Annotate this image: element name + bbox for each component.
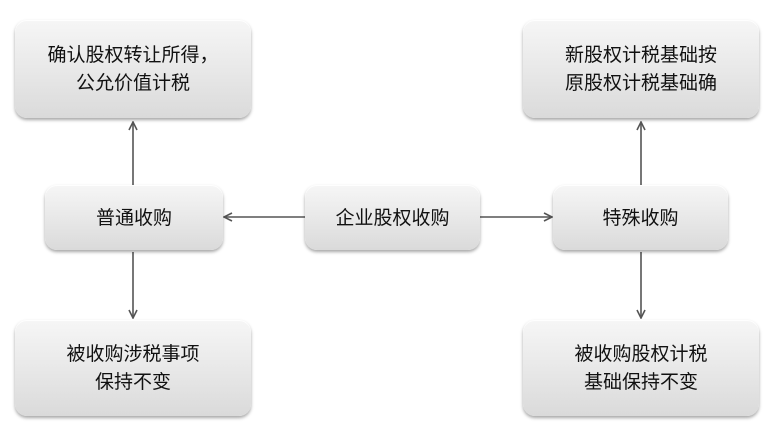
node-label-line2: 基础保持不变 <box>583 371 698 393</box>
node-label-line2: 公允价值计税 <box>75 72 190 94</box>
node-label-line2: 原股权计税基础确 <box>564 72 717 94</box>
node-label-line1: 被收购涉税事项 <box>66 343 200 365</box>
node-label: 普通收购 <box>95 206 172 229</box>
node-label-line1: 被收购股权计税 <box>574 343 708 365</box>
node-label: 特殊收购 <box>602 206 679 229</box>
node-label-line1: 确认股权转让所得， <box>47 44 219 66</box>
node-corporate-equity-acquisition: 企业股权收购 <box>305 185 480 250</box>
node-general-top: 确认股权转让所得， 公允价值计税 <box>15 20 251 118</box>
node-label-line2: 保持不变 <box>94 371 171 393</box>
node-label-line1: 新股权计税基础按 <box>564 44 717 66</box>
node-special-top: 新股权计税基础按 原股权计税基础确 <box>523 20 759 118</box>
node-general-acquisition: 普通收购 <box>45 185 223 250</box>
node-special-acquisition: 特殊收购 <box>553 185 728 250</box>
node-label: 企业股权收购 <box>335 206 450 229</box>
node-general-bottom: 被收购涉税事项 保持不变 <box>15 320 251 416</box>
node-special-bottom: 被收购股权计税 基础保持不变 <box>523 320 759 416</box>
